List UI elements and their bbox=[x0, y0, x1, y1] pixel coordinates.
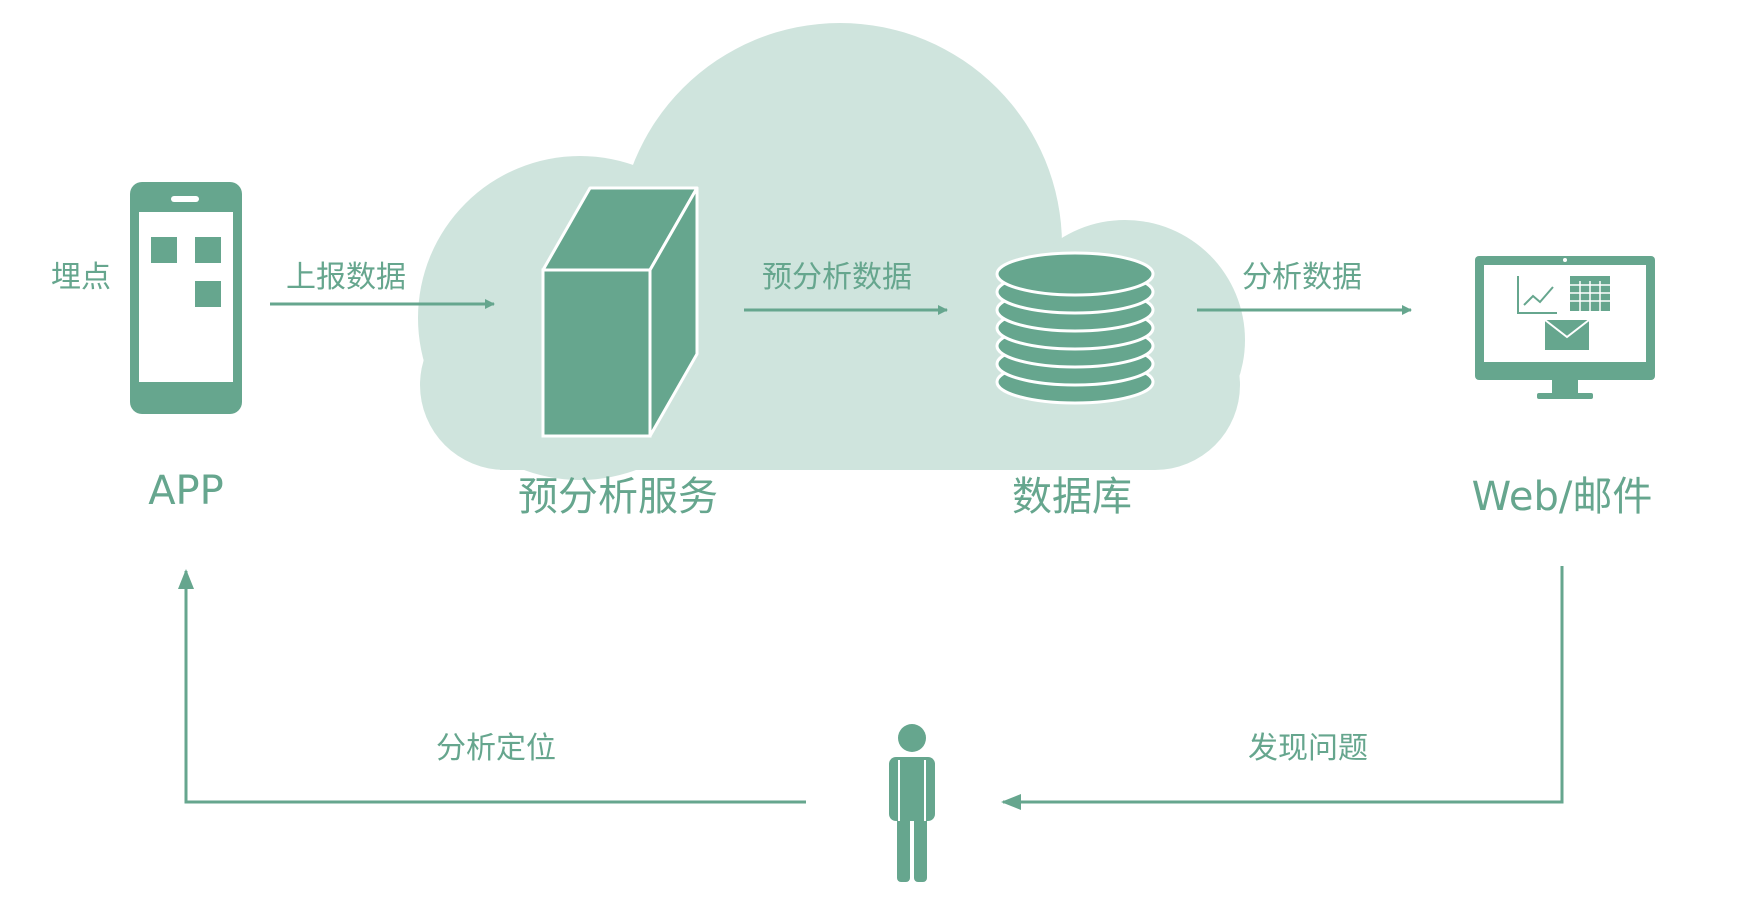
label-find-issue: 发现问题 bbox=[1248, 731, 1368, 766]
node-app: APP bbox=[148, 468, 224, 514]
phone-icon bbox=[130, 182, 242, 414]
label-locate: 分析定位 bbox=[436, 731, 556, 766]
arrow-find-issue bbox=[1001, 566, 1564, 810]
label-analyze-data: 分析数据 bbox=[1242, 260, 1362, 295]
person-icon bbox=[889, 724, 935, 882]
server-icon bbox=[541, 186, 699, 438]
database-icon bbox=[995, 251, 1155, 405]
node-web-mail: Web/邮件 bbox=[1472, 474, 1653, 520]
arrow-locate bbox=[178, 569, 806, 804]
monitor-icon bbox=[1475, 256, 1655, 399]
node-database: 数据库 bbox=[1012, 474, 1132, 520]
node-preanalysis: 预分析服务 bbox=[518, 474, 718, 520]
label-preanalyze-data: 预分析数据 bbox=[762, 260, 912, 295]
label-tracking: 埋点 bbox=[51, 260, 111, 295]
label-report: 上报数据 bbox=[286, 260, 406, 295]
